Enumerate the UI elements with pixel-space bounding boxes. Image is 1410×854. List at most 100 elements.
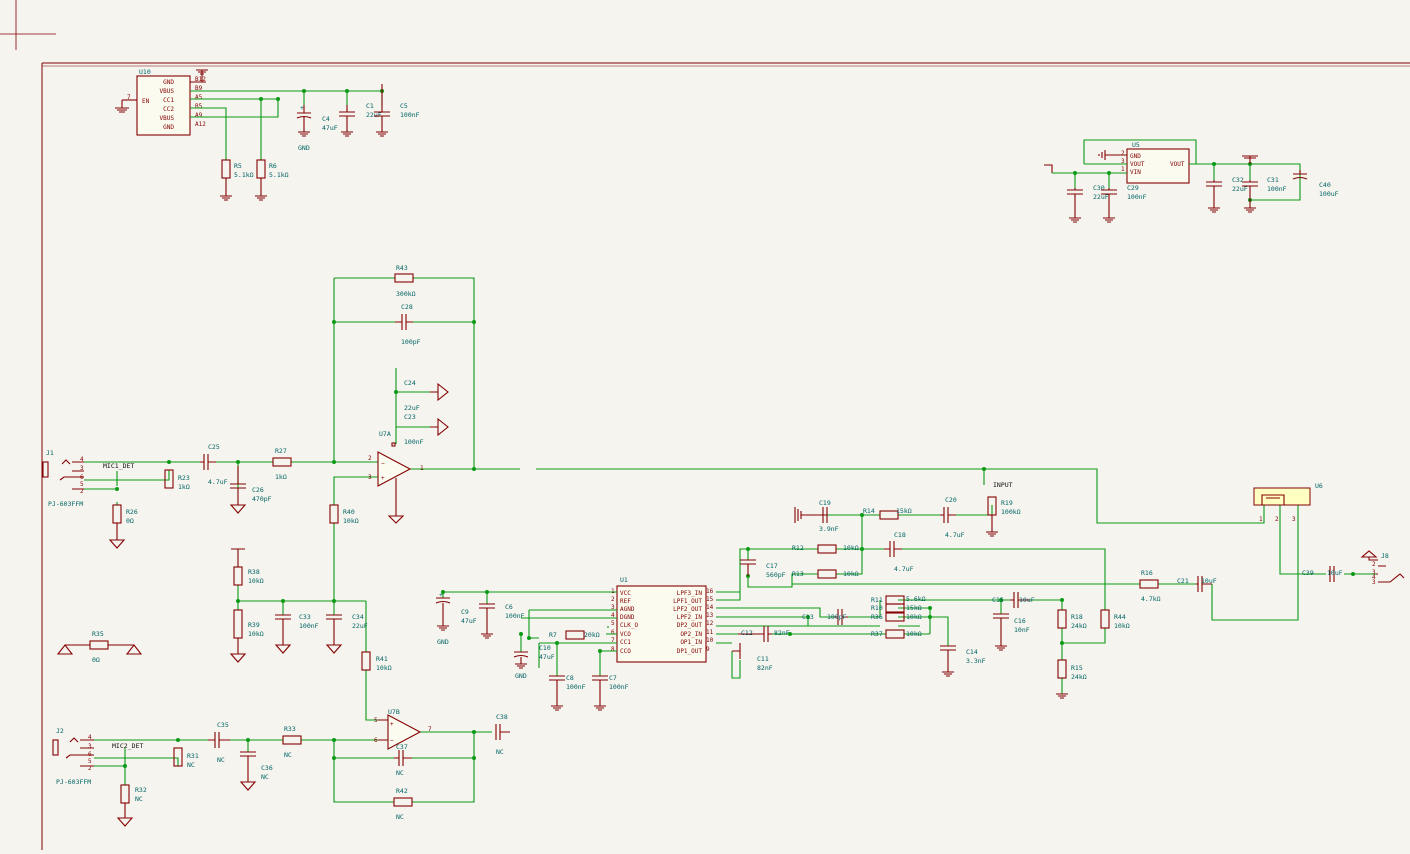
resistor-r42[interactable]: R42 NC [393, 787, 413, 821]
svg-text:C12: C12 [741, 629, 753, 637]
cap-c30[interactable]: C30 22uF [1067, 184, 1109, 223]
resistor-r37[interactable]: R37 10kΩ [871, 629, 922, 639]
cap-c39[interactable]: C39 10uF [1302, 566, 1343, 582]
resistor-r7[interactable]: R7 20kΩ [549, 630, 600, 640]
cap-c25[interactable]: C25 4.7uF [200, 443, 228, 486]
usb-connector[interactable]: U10 EN 7 GND VBUS CC1 CC2 VBUS GND B12 B… [115, 68, 208, 136]
cap-c38[interactable]: C38 NC [492, 713, 510, 756]
cap-c29[interactable]: C29 100nF [1101, 184, 1147, 223]
resistor-r44[interactable]: R44 10kΩ [1100, 609, 1130, 630]
opamp-u7a[interactable]: U7A 231 −+ [368, 430, 424, 524]
resistor-r10[interactable]: R10 15kΩ [871, 603, 922, 613]
cap-c35[interactable]: C35 NC [208, 721, 230, 764]
cap-c36[interactable]: C36 NC [239, 751, 273, 791]
resistor-r31[interactable]: R31 NC [173, 747, 199, 769]
resistor-r5[interactable]: R5 5.1kΩ [220, 159, 254, 201]
resistor-r41[interactable]: R41 10kΩ [361, 651, 392, 672]
cap-c10[interactable]: C10 47uF GND [513, 644, 555, 680]
cap-c8[interactable]: C8 100nF [549, 674, 586, 711]
cap-c14[interactable]: C14 3.3nF [940, 645, 986, 677]
svg-text:100nF: 100nF [299, 622, 319, 630]
resistor-r13[interactable]: R13 10kΩ [792, 569, 859, 579]
resistor-r33[interactable]: R33 NC [282, 725, 302, 759]
svg-text:DP2_OUT: DP2_OUT [677, 622, 703, 629]
svg-text:C5: C5 [400, 102, 408, 110]
cap-c21[interactable]: C21 10uF [1177, 576, 1217, 592]
svg-text:10uF: 10uF [1019, 596, 1035, 604]
cap-c31[interactable]: C31 100nF [1242, 155, 1287, 213]
svg-text:R18: R18 [1071, 613, 1083, 621]
svg-text:2: 2 [1275, 516, 1279, 523]
resistor-r26[interactable]: R26 0Ω [108, 504, 138, 549]
cap-c5[interactable]: C5 100nF [374, 84, 420, 137]
resistor-r39[interactable]: R39 10kΩ [229, 609, 264, 663]
regulator-u5[interactable]: U5 GND VOUT VIN 2 3 1 VOUT [1044, 141, 1190, 184]
resistor-r19[interactable]: R19 100kΩ [986, 496, 1021, 537]
svg-text:NC: NC [261, 773, 269, 781]
cap-c40[interactable]: C40 100uF [1292, 170, 1339, 198]
regulator-wires [1052, 139, 1301, 202]
svg-text:C11: C11 [757, 655, 769, 663]
svg-text:7: 7 [611, 637, 615, 644]
resistor-r36[interactable]: R36 10kΩ [871, 612, 922, 622]
svg-text:R35: R35 [92, 630, 104, 638]
resistor-r14[interactable]: R14 15kΩ [863, 507, 912, 520]
cap-c19[interactable]: C19 3.9nF [794, 499, 839, 533]
amp2-wires [94, 670, 492, 803]
cap-c7[interactable]: C7 100nF [592, 674, 629, 711]
cap-c24[interactable]: C24 22uF [404, 379, 449, 412]
cap-c23[interactable]: C23 100nF [404, 413, 449, 446]
cap-c16[interactable]: C16 10nF [993, 613, 1030, 651]
cap-c33[interactable]: C33 100nF [274, 613, 319, 654]
svg-text:4: 4 [80, 456, 84, 463]
svg-text:LPF3_IN: LPF3_IN [677, 590, 703, 597]
resistor-r27[interactable]: R27 1kΩ [272, 447, 292, 481]
cap-c11[interactable]: C11 82nF [732, 643, 773, 672]
svg-text:C30: C30 [1093, 184, 1105, 192]
resistor-r38[interactable]: R38 10kΩ [231, 548, 264, 586]
svg-text:J8: J8 [1381, 552, 1389, 560]
cap-c28[interactable]: C28 100pF [395, 303, 421, 346]
cap-c4[interactable]: + C4 47uF GND [296, 104, 338, 152]
cap-c6[interactable]: C6 100nF [479, 603, 525, 639]
resistor-r15[interactable]: R15 24kΩ [1056, 659, 1087, 699]
cap-c17[interactable]: C17 560pF [740, 559, 786, 579]
resistor-r35[interactable]: R35 0Ω [56, 630, 143, 664]
svg-text:R37: R37 [871, 630, 883, 638]
svg-text:NC: NC [217, 756, 225, 764]
svg-text:VBUS: VBUS [160, 88, 175, 95]
resistor-r32[interactable]: R32 NC [116, 784, 147, 827]
svg-text:B5: B5 [195, 103, 203, 110]
resistor-r12[interactable]: R12 10kΩ [792, 544, 859, 554]
resistor-r40[interactable]: R40 10kΩ [329, 504, 359, 525]
svg-text:22uF: 22uF [1232, 185, 1248, 193]
cap-c26[interactable]: C26 470pF [229, 466, 272, 514]
cap-c34[interactable]: C34 22uF [325, 613, 368, 654]
svg-text:REF: REF [620, 598, 631, 605]
cap-c32[interactable]: C32 22uF [1206, 176, 1248, 213]
cap-c13[interactable]: C13 100pF [802, 609, 848, 625]
cap-c20[interactable]: C20 4.7uF [940, 496, 965, 539]
cap-c9[interactable]: + C9 47uF GND [435, 591, 477, 646]
connector-j2[interactable]: J2 4 3 6 5 2 MIC2_DET PJ-603FFM [52, 727, 143, 786]
svg-text:R42: R42 [396, 787, 408, 795]
resistor-r16[interactable]: R16 4.7kΩ [1139, 569, 1161, 603]
cap-c37[interactable]: C37 NC [394, 743, 412, 777]
resistor-r6[interactable]: R6 5.1kΩ [255, 159, 289, 201]
cap-c15[interactable]: C15 10uF [992, 592, 1035, 608]
cap-c1[interactable]: C1 22uF [339, 102, 382, 137]
opamp-u7b[interactable]: U7B 567 +− [374, 708, 432, 750]
svg-text:82nF: 82nF [757, 664, 773, 672]
resistor-r23[interactable]: R23 1kΩ [164, 469, 190, 491]
connector-j8[interactable]: J8 2 3 4 3 [1360, 550, 1405, 586]
cap-c12[interactable]: C12 82nF [738, 626, 790, 642]
connector-j1[interactable]: J1 4 3 6 5 2 MIC1_DET PJ-603FFM [42, 449, 134, 508]
resistor-r43[interactable]: R43 300kΩ [394, 264, 416, 298]
svg-text:4.7kΩ: 4.7kΩ [1141, 595, 1161, 603]
resistor-r18[interactable]: R18 24kΩ [1057, 609, 1087, 630]
cap-c18[interactable]: C18 4.7uF [884, 531, 914, 573]
filter-ic-u1[interactable]: U1 VCC REF AGND DGND CLK_O VCO CC1 CCO 1… [611, 576, 714, 663]
